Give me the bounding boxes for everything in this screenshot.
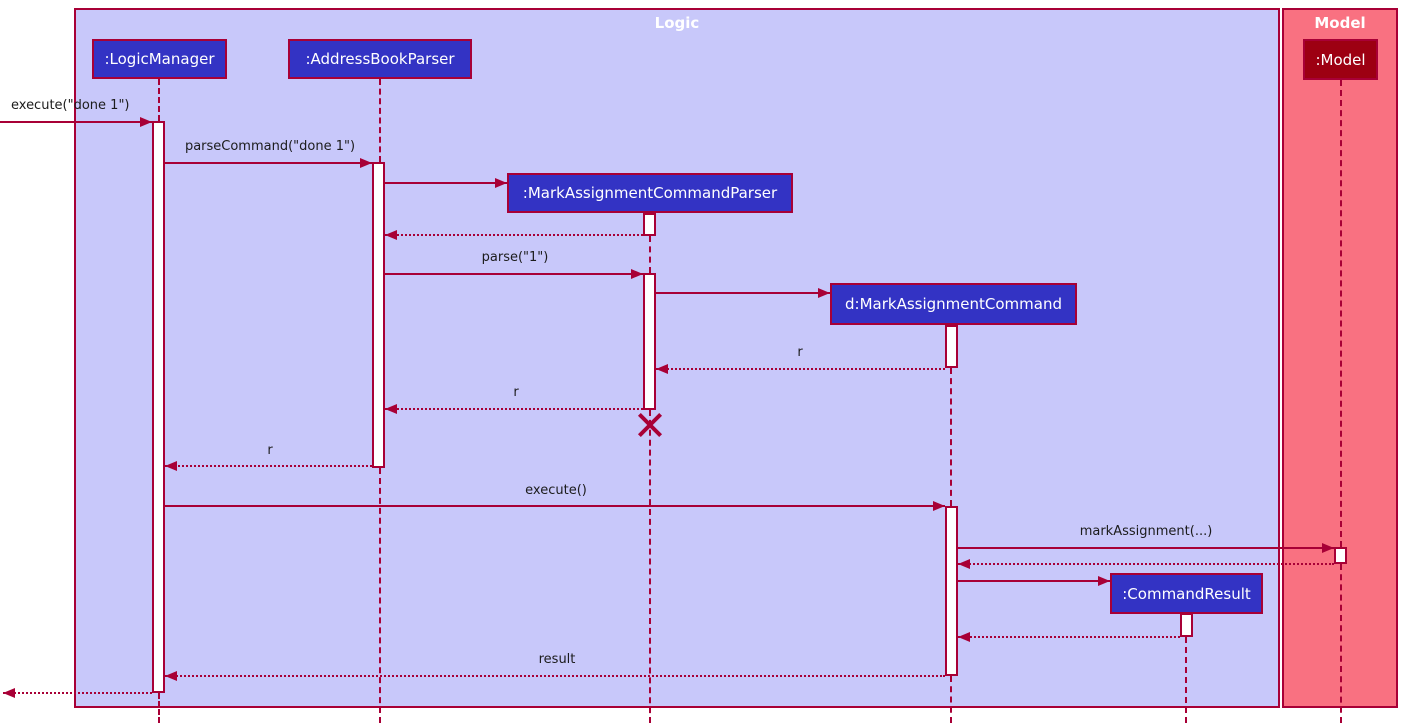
lifeline-mark-assignment-command-parser: [649, 236, 651, 273]
arrow-return-r-command-to-parser: [656, 364, 945, 374]
arrowhead: [656, 364, 668, 374]
activation-command-construct: [945, 325, 958, 368]
lifeline-logic-manager: [158, 79, 160, 121]
participant-mark-assignment-command: d:MarkAssignmentCommand: [830, 283, 1077, 325]
label-r-3: r: [267, 443, 273, 458]
arrow-return-r-parser-to-address-book-parser: [385, 404, 643, 414]
arrowhead: [165, 461, 177, 471]
arrow-parse: [385, 269, 643, 279]
arrow-return-parser-to-address-book-parser: [385, 230, 643, 240]
lifeline-address-book-parser: [379, 79, 381, 162]
participant-address-book-parser: :AddressBookParser: [288, 39, 472, 79]
arrow-return-to-caller: [3, 688, 152, 698]
arrowhead: [3, 688, 15, 698]
lifeline-command-result: [1185, 637, 1187, 723]
label-r-1: r: [797, 345, 803, 360]
arrowhead: [958, 632, 970, 642]
logic-frame-title: Logic: [654, 14, 700, 32]
arrow-result-return: [165, 671, 945, 681]
activation-address-book-parser: [372, 162, 385, 468]
participant-label: :MarkAssignmentCommandParser: [522, 184, 778, 202]
arrow-create-mark-assignment-command-parser: [385, 178, 507, 188]
activation-command-execute: [945, 506, 958, 676]
participant-logic-manager: :LogicManager: [92, 39, 227, 79]
participant-label: d:MarkAssignmentCommand: [845, 295, 1062, 313]
lifeline-mark-assignment-command: [950, 676, 952, 723]
arrow-return-r-to-logic-manager: [165, 461, 372, 471]
arrow-parse-command: [165, 158, 372, 168]
logic-frame: Logic: [74, 8, 1280, 708]
label-result: result: [538, 652, 576, 667]
arrowhead: [631, 269, 643, 279]
activation-logic-manager: [152, 121, 165, 693]
destroy-x-icon: [637, 412, 663, 438]
arrowhead: [1322, 543, 1334, 553]
participant-label: :LogicManager: [104, 50, 215, 68]
activation-model: [1334, 547, 1347, 564]
arrow-execute-command: [165, 501, 945, 511]
model-frame-title: Model: [1314, 14, 1366, 32]
participant-label: :Model: [1315, 50, 1366, 69]
participant-label: :AddressBookParser: [305, 50, 455, 68]
arrowhead: [385, 404, 397, 414]
label-execute-done: execute("done 1"): [11, 98, 130, 113]
activation-parser-parse: [643, 273, 656, 410]
arrowhead: [933, 501, 945, 511]
arrow-return-model-to-command: [958, 559, 1334, 569]
arrow-mark-assignment: [958, 543, 1334, 553]
arrowhead: [385, 230, 397, 240]
label-mark-assignment: markAssignment(...): [1079, 524, 1213, 539]
participant-label: :CommandResult: [1122, 584, 1251, 603]
arrowhead: [140, 117, 152, 127]
participant-model: :Model: [1303, 39, 1378, 80]
participant-command-result: :CommandResult: [1110, 573, 1263, 614]
arrowhead: [1098, 576, 1110, 586]
label-execute: execute(): [525, 483, 587, 498]
arrow-execute-found-message: [0, 117, 152, 127]
lifeline-logic-manager: [158, 693, 160, 723]
arrowhead: [360, 158, 372, 168]
lifeline-mark-assignment-command: [950, 368, 952, 506]
label-r-2: r: [513, 385, 519, 400]
lifeline-model: [1340, 564, 1342, 723]
arrow-return-command-result-to-command: [958, 632, 1180, 642]
arrowhead: [165, 671, 177, 681]
lifeline-model: [1340, 80, 1342, 547]
lifeline-address-book-parser: [379, 468, 381, 723]
lifeline-mark-assignment-command-parser: [649, 410, 651, 723]
arrowhead: [495, 178, 507, 188]
arrowhead: [818, 288, 830, 298]
participant-mark-assignment-command-parser: :MarkAssignmentCommandParser: [507, 173, 793, 213]
label-parse: parse("1"): [481, 250, 549, 265]
label-parse-command: parseCommand("done 1"): [184, 139, 356, 154]
arrow-create-command-result: [958, 576, 1110, 586]
activation-parser-construct: [643, 213, 656, 236]
arrow-create-mark-assignment-command: [656, 288, 830, 298]
arrowhead: [958, 559, 970, 569]
activation-command-result: [1180, 613, 1193, 637]
